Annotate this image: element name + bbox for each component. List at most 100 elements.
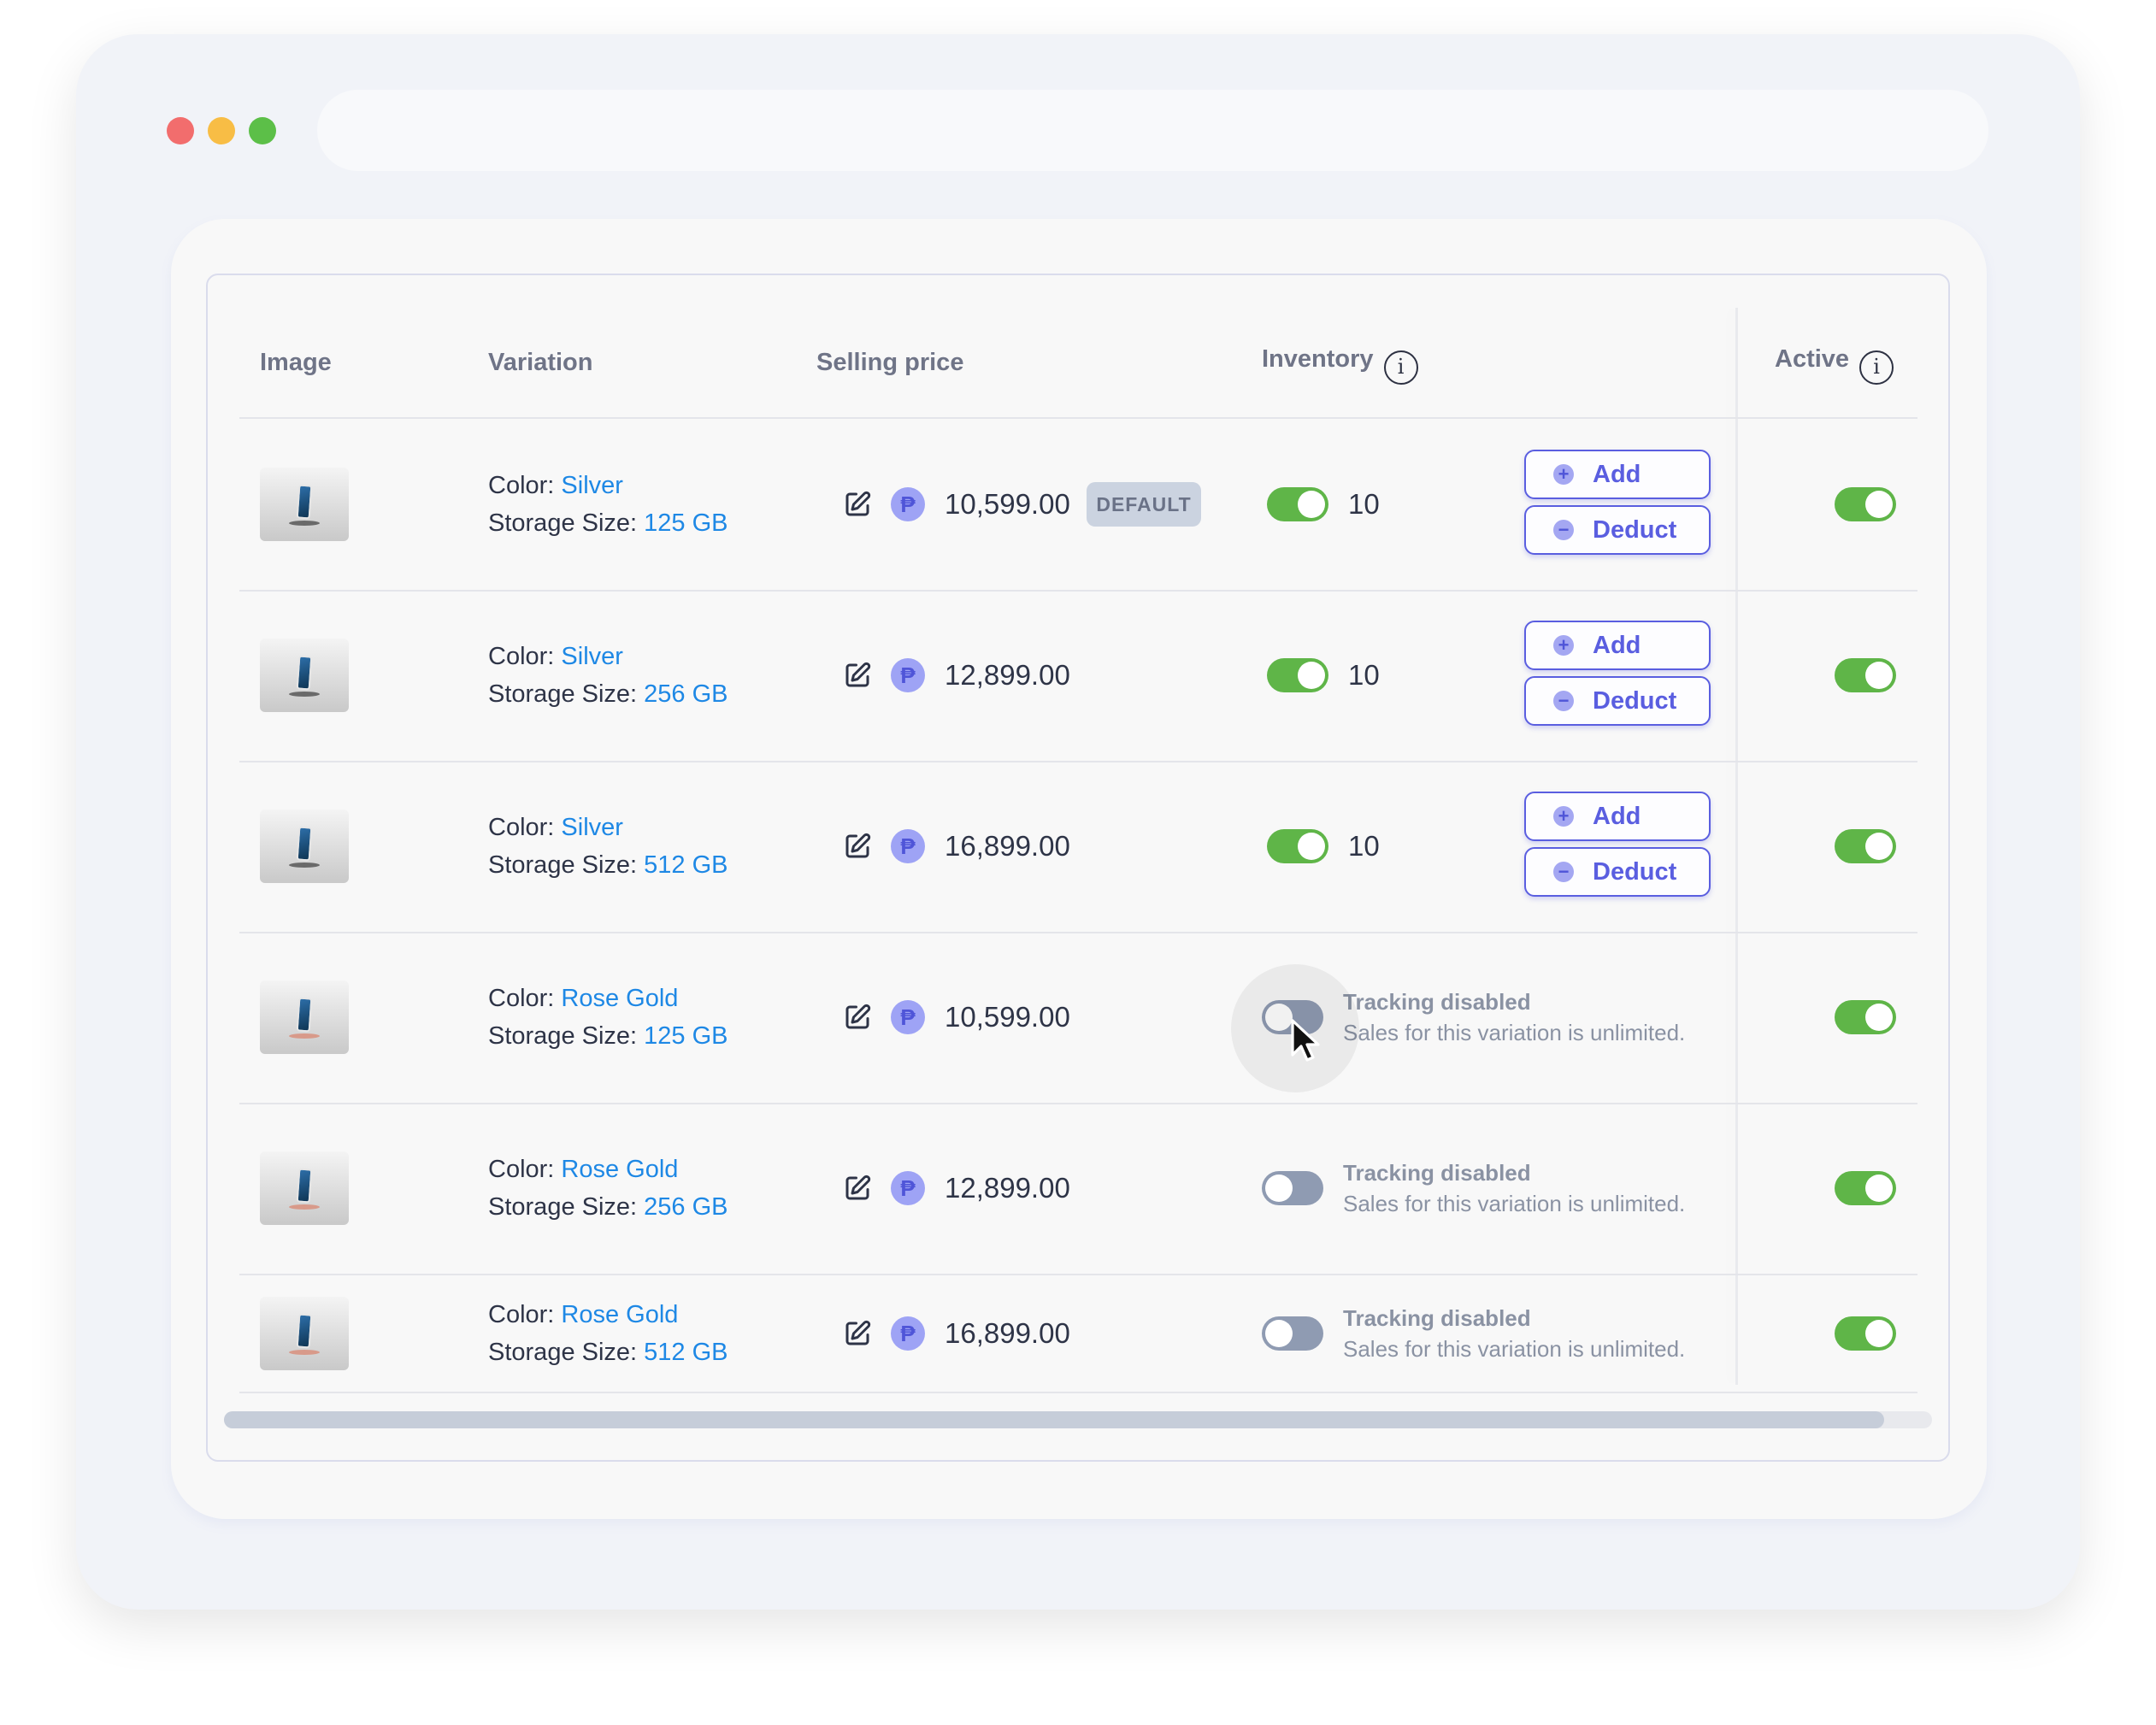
scrollbar-thumb[interactable]: [224, 1411, 1884, 1428]
storage-label: Storage Size:: [488, 509, 638, 537]
selling-price: 16,899.00: [945, 830, 1070, 862]
header-inventory-label: Inventory: [1262, 345, 1374, 373]
tracking-disabled-label: Tracking disabled: [1343, 1305, 1531, 1331]
selling-price: 12,899.00: [945, 659, 1070, 691]
add-stock-button[interactable]: +Add: [1524, 450, 1711, 499]
color-value: Rose Gold: [561, 1301, 679, 1328]
storage-label: Storage Size:: [488, 680, 638, 708]
tracking-note: Sales for this variation is unlimited.: [1343, 1020, 1686, 1045]
default-badge: DEFAULT: [1087, 482, 1201, 527]
sticky-column-divider: [1735, 308, 1738, 1385]
product-thumbnail[interactable]: [260, 1151, 349, 1225]
minimize-dot[interactable]: [208, 117, 235, 144]
active-toggle[interactable]: [1835, 1171, 1896, 1205]
color-label: Color:: [488, 1156, 555, 1183]
color-value: Silver: [561, 643, 623, 670]
selling-price: 16,899.00: [945, 1317, 1070, 1349]
info-icon[interactable]: i: [1859, 350, 1894, 385]
inventory-tracking-toggle[interactable]: [1262, 1316, 1323, 1351]
active-toggle[interactable]: [1835, 658, 1896, 692]
peso-currency-icon: ₱: [891, 658, 925, 692]
minus-icon: −: [1553, 862, 1574, 882]
product-thumbnail[interactable]: [260, 468, 349, 541]
plus-icon: +: [1553, 635, 1574, 656]
row-divider: [239, 1103, 1917, 1104]
peso-currency-icon: ₱: [891, 1316, 925, 1351]
header-divider: [239, 417, 1917, 419]
edit-price-icon[interactable]: [842, 1173, 873, 1204]
edit-price-icon[interactable]: [842, 1318, 873, 1349]
active-toggle[interactable]: [1835, 487, 1896, 521]
add-stock-button[interactable]: +Add: [1524, 792, 1711, 841]
inventory-tracking-toggle[interactable]: [1267, 487, 1328, 521]
add-stock-button[interactable]: +Add: [1524, 621, 1711, 670]
inventory-tracking-toggle[interactable]: [1267, 829, 1328, 863]
table-bottom-divider: [239, 1392, 1917, 1393]
tracking-disabled-label: Tracking disabled: [1343, 989, 1531, 1015]
edit-price-icon[interactable]: [842, 1002, 873, 1033]
row-divider: [239, 932, 1917, 933]
peso-currency-icon: ₱: [891, 829, 925, 863]
row-divider: [239, 590, 1917, 592]
color-label: Color:: [488, 1301, 555, 1328]
product-thumbnail[interactable]: [260, 810, 349, 883]
product-thumbnail[interactable]: [260, 639, 349, 712]
edit-price-icon[interactable]: [842, 660, 873, 691]
storage-value: 512 GB: [644, 851, 728, 879]
active-toggle[interactable]: [1835, 829, 1896, 863]
color-value: Rose Gold: [561, 985, 679, 1012]
peso-currency-icon: ₱: [891, 487, 925, 521]
close-dot[interactable]: [167, 117, 194, 144]
inventory-quantity: 10: [1348, 488, 1380, 520]
edit-price-icon[interactable]: [842, 489, 873, 520]
active-toggle[interactable]: [1835, 1000, 1896, 1034]
storage-value: 256 GB: [644, 680, 728, 708]
plus-icon: +: [1553, 806, 1574, 827]
color-value: Silver: [561, 472, 623, 499]
edit-price-icon[interactable]: [842, 831, 873, 862]
maximize-dot[interactable]: [249, 117, 276, 144]
deduct-stock-button[interactable]: −Deduct: [1524, 505, 1711, 555]
window-controls: [167, 117, 276, 144]
color-value: Silver: [561, 814, 623, 841]
inventory-tracking-toggle[interactable]: [1267, 658, 1328, 692]
color-value: Rose Gold: [561, 1156, 679, 1183]
peso-currency-icon: ₱: [891, 1171, 925, 1205]
color-label: Color:: [488, 643, 555, 670]
active-toggle[interactable]: [1835, 1316, 1896, 1351]
row-divider: [239, 1274, 1917, 1275]
mouse-pointer-icon: [1291, 1019, 1320, 1062]
storage-value: 512 GB: [644, 1339, 728, 1366]
address-bar[interactable]: [317, 90, 1988, 171]
peso-currency-icon: ₱: [891, 1000, 925, 1034]
storage-label: Storage Size:: [488, 1022, 638, 1050]
tracking-disabled-label: Tracking disabled: [1343, 1160, 1531, 1186]
row-divider: [239, 761, 1917, 762]
product-thumbnail[interactable]: [260, 980, 349, 1054]
storage-value: 125 GB: [644, 1022, 728, 1050]
minus-icon: −: [1553, 691, 1574, 711]
info-icon[interactable]: i: [1383, 350, 1418, 385]
selling-price: 10,599.00: [945, 1001, 1070, 1033]
deduct-stock-button[interactable]: −Deduct: [1524, 676, 1711, 726]
inventory-quantity: 10: [1348, 659, 1380, 691]
selling-price: 10,599.00: [945, 488, 1070, 520]
inventory-tracking-toggle[interactable]: [1262, 1171, 1323, 1205]
tracking-note: Sales for this variation is unlimited.: [1343, 1336, 1686, 1362]
color-label: Color:: [488, 985, 555, 1012]
header-image: Image: [260, 349, 332, 376]
inventory-quantity: 10: [1348, 830, 1380, 862]
header-inventory: Inventory i: [1262, 345, 1418, 385]
header-selling-price: Selling price: [816, 349, 964, 376]
selling-price: 12,899.00: [945, 1172, 1070, 1204]
deduct-stock-button[interactable]: −Deduct: [1524, 847, 1711, 897]
product-thumbnail[interactable]: [260, 1297, 349, 1370]
